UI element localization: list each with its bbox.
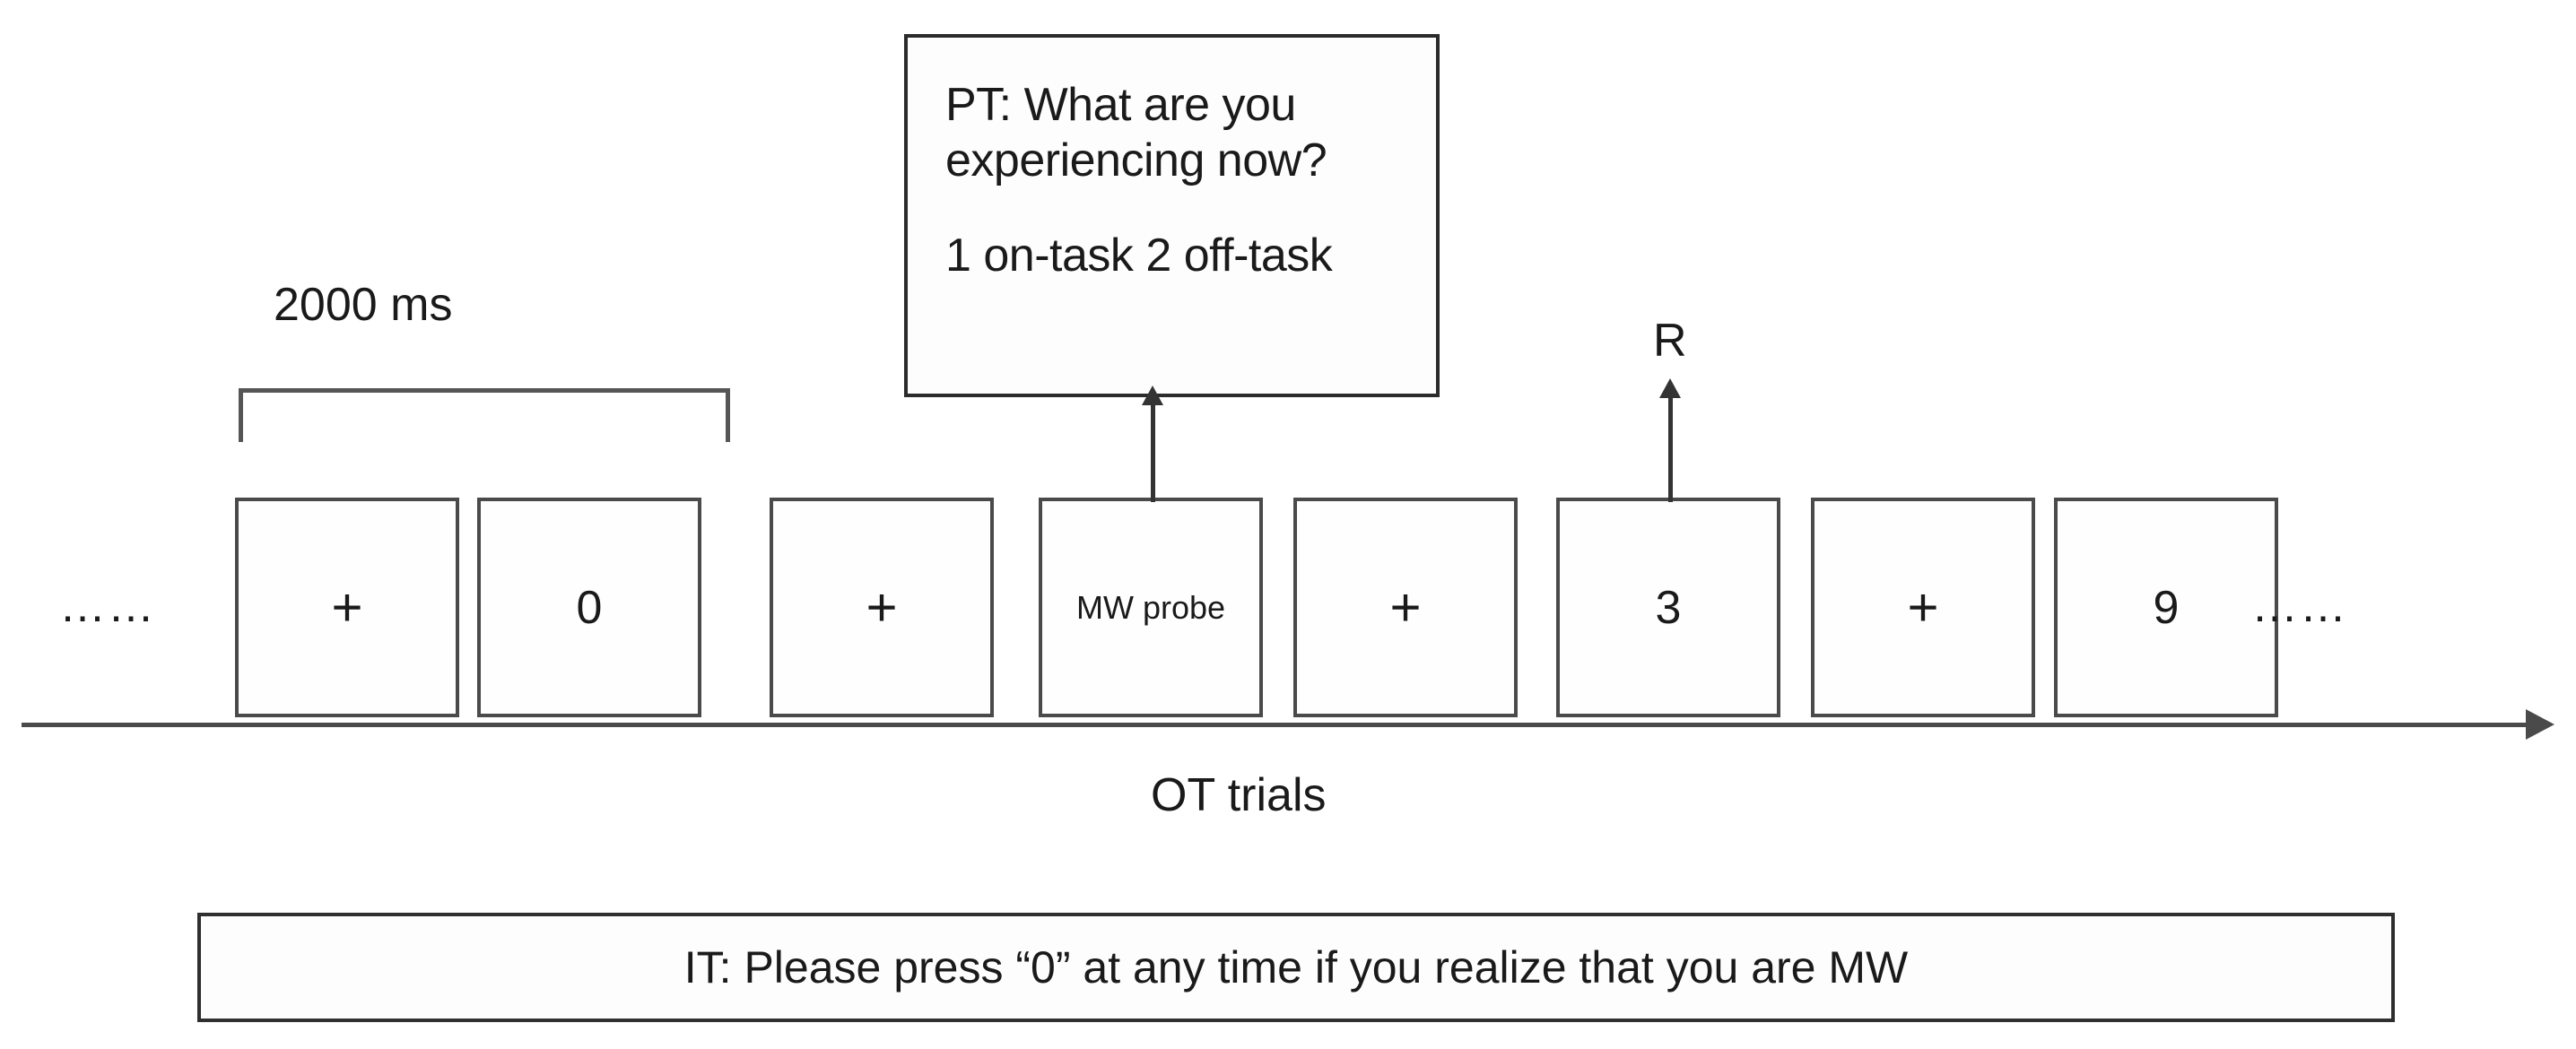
ellipsis-right: …… xyxy=(2251,580,2348,632)
probe-question-line-2: experiencing now? xyxy=(945,134,1327,186)
trial-label-3: + xyxy=(866,577,898,637)
trial-box-2: 0 xyxy=(477,498,701,717)
trial-label-4: MW probe xyxy=(1075,588,1226,626)
trial-box-4-mw-probe: MW probe xyxy=(1039,498,1263,717)
trial-box-7: + xyxy=(1811,498,2035,717)
instruction-box: IT: Please press “0” at any time if you … xyxy=(197,913,2395,1022)
probe-question-box: PT: What are you experiencing now? 1 on-… xyxy=(904,34,1440,397)
probe-response-options: 1 on-task 2 off-task xyxy=(945,230,1333,282)
trial-label-7: + xyxy=(1907,577,1939,637)
duration-bracket xyxy=(239,388,730,442)
trial-label-2: 0 xyxy=(576,581,603,634)
probe-question-line-1: PT: What are you xyxy=(945,79,1296,131)
trial-label-1: + xyxy=(331,577,363,637)
ellipsis-left: …… xyxy=(59,580,156,632)
trial-box-6: 3 xyxy=(1556,498,1780,717)
trial-label-6: 3 xyxy=(1655,581,1682,634)
duration-label: 2000 ms xyxy=(274,279,453,331)
instruction-text: IT: Please press “0” at any time if you … xyxy=(683,942,1909,993)
probe-connector-arrow-icon xyxy=(1142,386,1163,502)
trial-box-5: + xyxy=(1293,498,1518,717)
timeline-caption: OT trials xyxy=(1151,769,1327,821)
trial-box-8: 9 xyxy=(2054,498,2278,717)
timeline-arrowhead-icon xyxy=(2526,709,2554,740)
timeline-axis xyxy=(22,723,2533,727)
response-label: R xyxy=(1653,315,1687,367)
response-arrow-icon xyxy=(1659,378,1681,502)
trial-label-5: + xyxy=(1389,577,1422,637)
trial-box-3: + xyxy=(770,498,994,717)
trial-box-1: + xyxy=(235,498,459,717)
trial-label-8: 9 xyxy=(2153,581,2180,634)
